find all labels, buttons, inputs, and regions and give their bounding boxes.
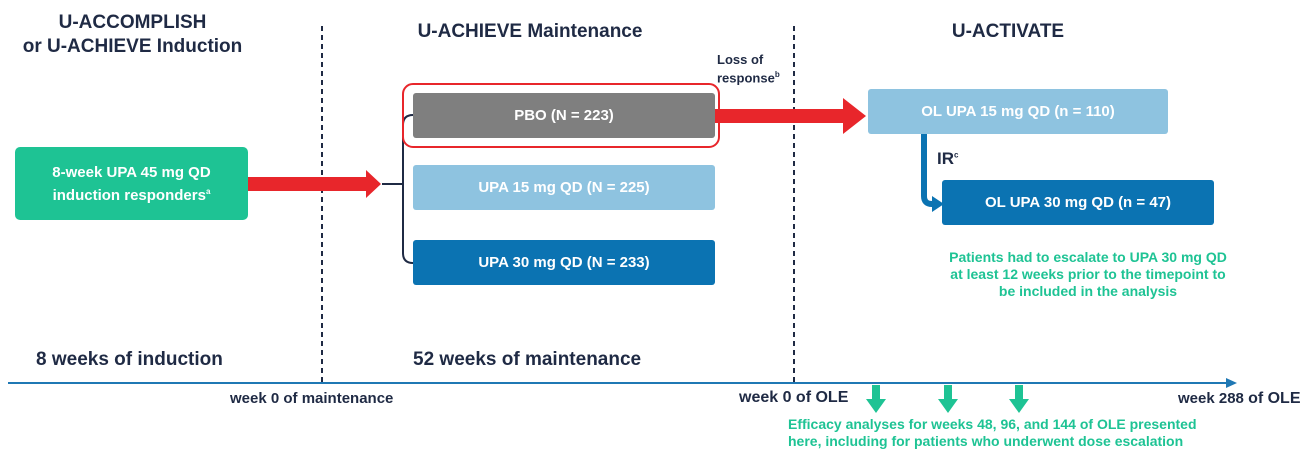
induction-footnote-a: a: [205, 186, 211, 196]
upa15-arm-box: UPA 15 mg QD (N = 225): [413, 165, 715, 210]
induction-box-line2: induction responders: [52, 186, 206, 204]
induction-phase-title: U-ACCOMPLISH or U-ACHIEVE Induction: [0, 11, 265, 59]
escalation-note-line3: be included in the analysis: [998, 283, 1178, 299]
activate-phase-title: U-ACTIVATE: [951, 21, 1065, 42]
green-arrow-week48: [866, 385, 886, 413]
escalation-note-line2: at least 12 weeks prior to the timepoint…: [950, 266, 1226, 282]
induction-duration: 8 weeks of induction: [36, 349, 223, 370]
week0-ole-label: week 0 of OLE: [739, 389, 849, 406]
green-arrow-week96: [938, 385, 958, 413]
ol-upa15-box: OL UPA 15 mg QD (n = 110): [868, 89, 1168, 134]
upa30-arm-box: UPA 30 mg QD (N = 233): [413, 240, 715, 285]
week288-label: week 288 of OLE: [1178, 390, 1301, 408]
efficacy-note-line2: here, including for patients who underwe…: [788, 433, 1184, 449]
red-arrow-induction: [248, 170, 381, 198]
week288-text: week 288: [1178, 390, 1244, 407]
efficacy-note: Efficacy analyses for weeks 48, 96, and …: [788, 416, 1228, 450]
loss-line1: Loss of: [717, 52, 764, 67]
week288-of-ole: of OLE: [1248, 390, 1301, 407]
escalation-arrow: [921, 134, 944, 212]
randomization-bracket: [382, 114, 414, 264]
induction-title-line2: or U-ACHIEVE Induction: [22, 36, 243, 57]
loss-of-response-label: Loss of responseb: [717, 52, 780, 85]
escalation-note-line1: Patients had to escalate to UPA 30 mg QD: [949, 249, 1227, 265]
loss-line2-wrap: responseb: [717, 67, 780, 85]
ir-footnote-c: c: [954, 150, 959, 160]
induction-box-line2-wrap: induction respondersa: [52, 182, 211, 205]
efficacy-note-line1: Efficacy analyses for weeks 48, 96, and …: [788, 416, 1197, 432]
ir-text: IR: [937, 149, 954, 168]
timeline-axis: [8, 378, 1237, 388]
induction-title-line1: U-ACCOMPLISH: [58, 12, 207, 33]
ol-upa30-box: OL UPA 30 mg QD (n = 47): [942, 180, 1214, 225]
pbo-arm-box: PBO (N = 223): [413, 93, 715, 138]
week0-maintenance-label: week 0 of maintenance: [230, 390, 394, 407]
escalation-note: Patients had to escalate to UPA 30 mg QD…: [918, 249, 1258, 300]
maintenance-phase-title: U-ACHIEVE Maintenance: [417, 21, 643, 42]
loss-line2: response: [717, 70, 775, 86]
induction-responders-box: 8-week UPA 45 mg QD induction responders…: [15, 147, 248, 220]
ir-label: IRc: [937, 149, 958, 169]
red-arrow-loss-of-response: [715, 98, 866, 134]
loss-footnote-b: b: [774, 70, 780, 79]
induction-box-line1: 8-week UPA 45 mg QD: [52, 163, 211, 181]
green-arrow-week144: [1009, 385, 1029, 413]
maintenance-duration: 52 weeks of maintenance: [413, 349, 642, 370]
